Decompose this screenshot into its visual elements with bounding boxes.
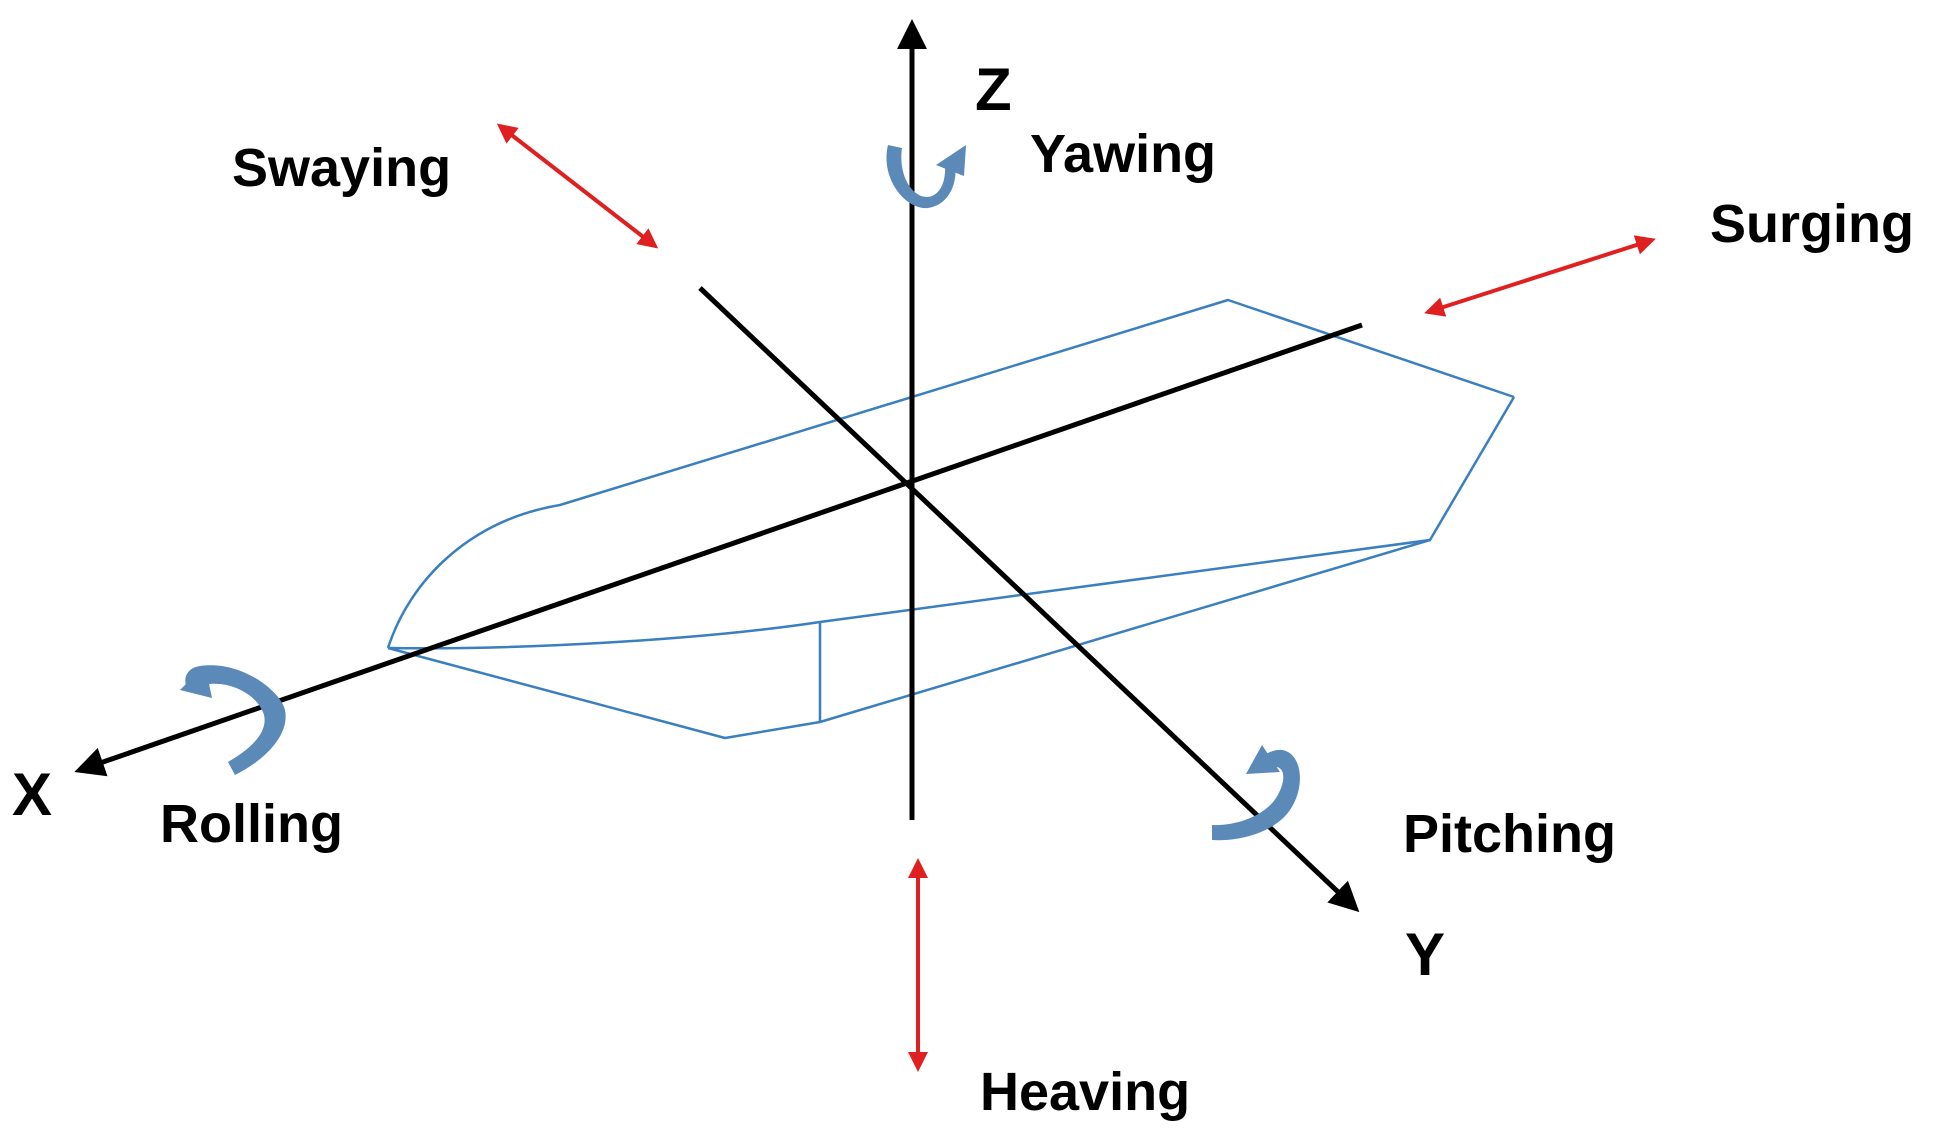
hull-sheer-line — [387, 396, 1516, 650]
surging-arrow — [1424, 235, 1656, 317]
pitching-rotation-icon — [1212, 745, 1300, 841]
pitching-label: Pitching — [1403, 804, 1616, 864]
x-axis — [74, 322, 1363, 777]
surging-label: Surging — [1710, 194, 1914, 254]
heaving-label: Heaving — [980, 1062, 1190, 1122]
yawing-label: Yawing — [1030, 124, 1216, 184]
y-axis — [698, 286, 1360, 913]
ship-hull — [386, 298, 1516, 740]
rolling-rotation-icon — [180, 665, 286, 775]
y-axis-label: Y — [1405, 921, 1445, 988]
swaying-label: Swaying — [232, 138, 451, 198]
rotation-arrows — [180, 145, 1300, 841]
axes — [74, 19, 1363, 913]
hull-keel-line — [387, 538, 1431, 740]
translation-arrows — [496, 123, 1656, 1072]
yawing-rotation-icon — [886, 145, 966, 209]
z-axis-label: Z — [975, 56, 1012, 123]
hull-deck-outline — [386, 298, 1515, 649]
rolling-label: Rolling — [160, 794, 343, 854]
x-axis-label: X — [12, 761, 52, 828]
swaying-arrow — [496, 123, 659, 249]
